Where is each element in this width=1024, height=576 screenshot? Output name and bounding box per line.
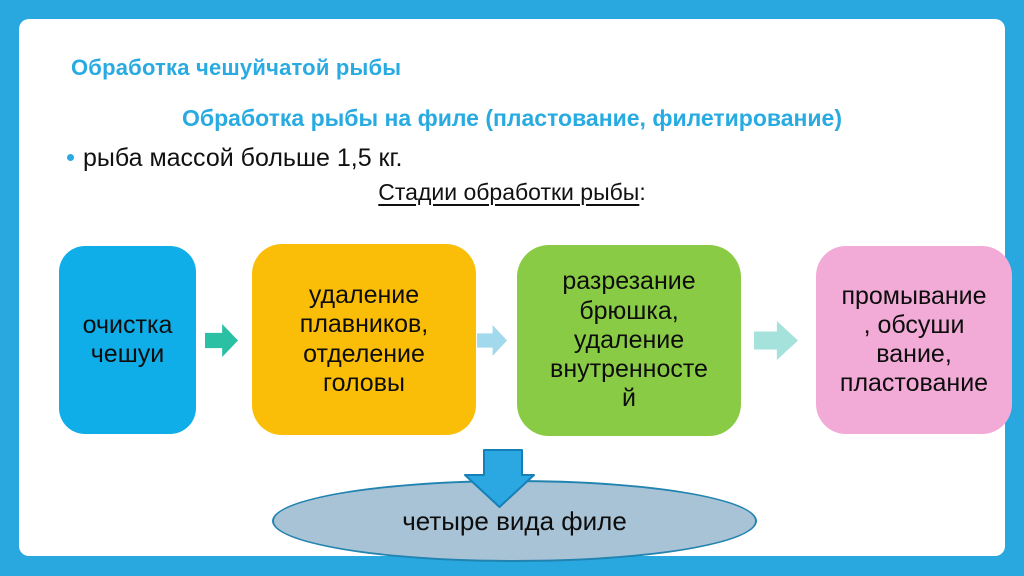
stages-heading-text: Стадии обработки рыбы	[378, 179, 640, 205]
bullet-item: рыба массой больше 1,5 кг.	[67, 143, 403, 173]
stages-heading-colon: :	[639, 179, 646, 205]
arrow-down-icon	[464, 449, 535, 508]
arrow-right-icon	[477, 325, 507, 356]
bullet-text: рыба массой больше 1,5 кг.	[83, 144, 403, 172]
slide-subtitle: Обработка рыбы на филе (пластование, фил…	[182, 105, 842, 131]
flow-step-fin-head-removal: удаление плавников, отделение головы	[252, 244, 476, 435]
flow-step-washing-flattening: промывание , обсуши вание, пластование	[816, 246, 1012, 434]
flow-step-scale-cleaning: очистка чешуи	[59, 246, 196, 434]
slide-title: Обработка чешуйчатой рыбы	[71, 55, 402, 80]
arrow-right-icon	[754, 321, 798, 360]
bullet-marker	[67, 154, 74, 161]
arrow-down-shape	[464, 449, 535, 508]
flow-step-gutting: разрезание брюшка, удаление внутренносте…	[517, 245, 741, 436]
stages-heading: Стадии обработки рыбы:	[19, 179, 1005, 206]
arrow-right-icon	[205, 324, 238, 357]
slide-content: Обработка чешуйчатой рыбы Обработка рыбы…	[19, 19, 1012, 562]
